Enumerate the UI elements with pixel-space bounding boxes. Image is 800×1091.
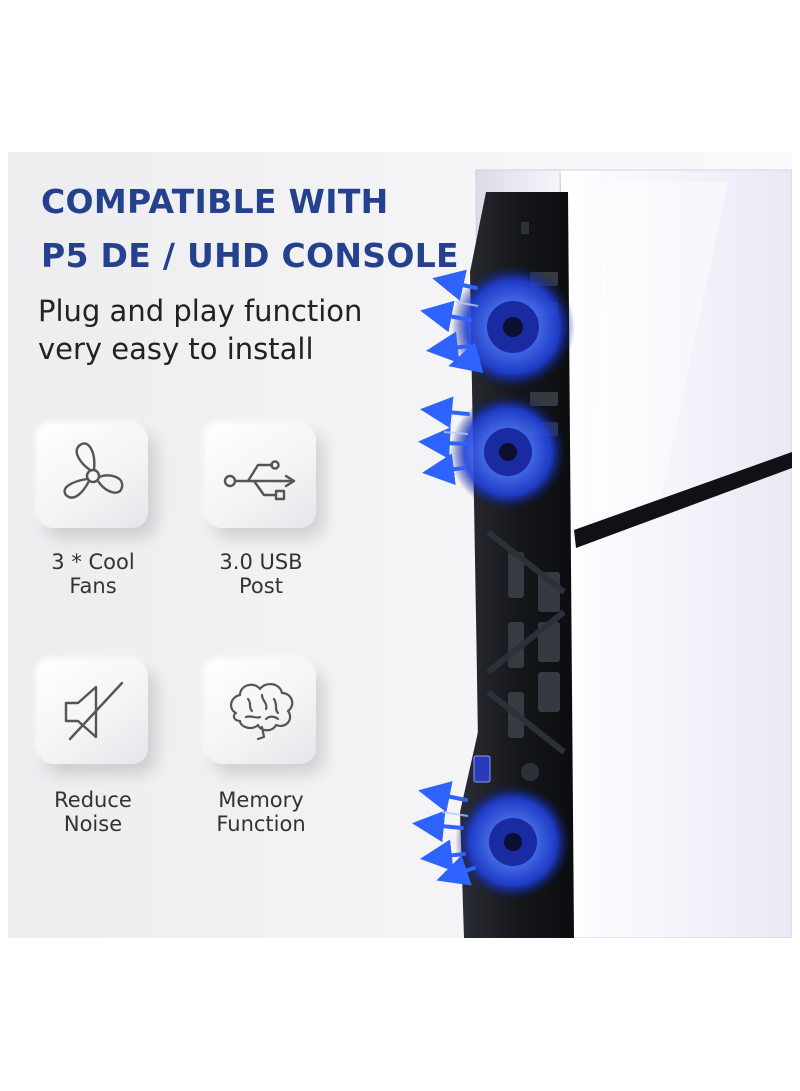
fan-glow-top [451,265,575,389]
feature-caption-line-2: Post [239,574,283,598]
usb-icon [223,460,296,501]
feature-tile-usb [206,424,316,528]
subtitle-line-2: very easy to install [38,332,314,366]
fan-glow-middle [450,394,566,510]
fan-glow-bottom [455,784,571,900]
feature-tile-fans [38,424,148,528]
headline-line-1: COMPATIBLE WITH [41,182,389,221]
feature-caption-line-2: Function [216,812,306,836]
mute-speaker-icon [64,681,124,741]
console-with-cooling-stand [412,169,792,938]
feature-caption-noise: Reduce Noise [23,788,163,836]
feature-caption-memory: Memory Function [191,788,331,836]
fan-icon [63,442,124,499]
feature-caption-line-1: 3 * Cool [51,550,135,574]
subtitle-line-1: Plug and play function [38,294,363,328]
feature-caption-line-1: Reduce [54,788,132,812]
feature-caption-fans: 3 * Cool Fans [23,550,163,598]
brain-icon [230,683,294,741]
feature-caption-line-2: Noise [63,812,123,836]
feature-caption-line-1: 3.0 USB [219,550,303,574]
product-banner: COMPATIBLE WITH P5 DE / UHD CONSOLE Plug… [8,152,792,938]
feature-caption-line-1: Memory [218,788,304,812]
feature-tile-noise [38,660,148,764]
feature-caption-line-2: Fans [69,574,117,598]
feature-caption-usb: 3.0 USB Post [191,550,331,598]
feature-tile-memory [206,660,316,764]
headline-line-2: P5 DE / UHD CONSOLE [41,236,459,275]
